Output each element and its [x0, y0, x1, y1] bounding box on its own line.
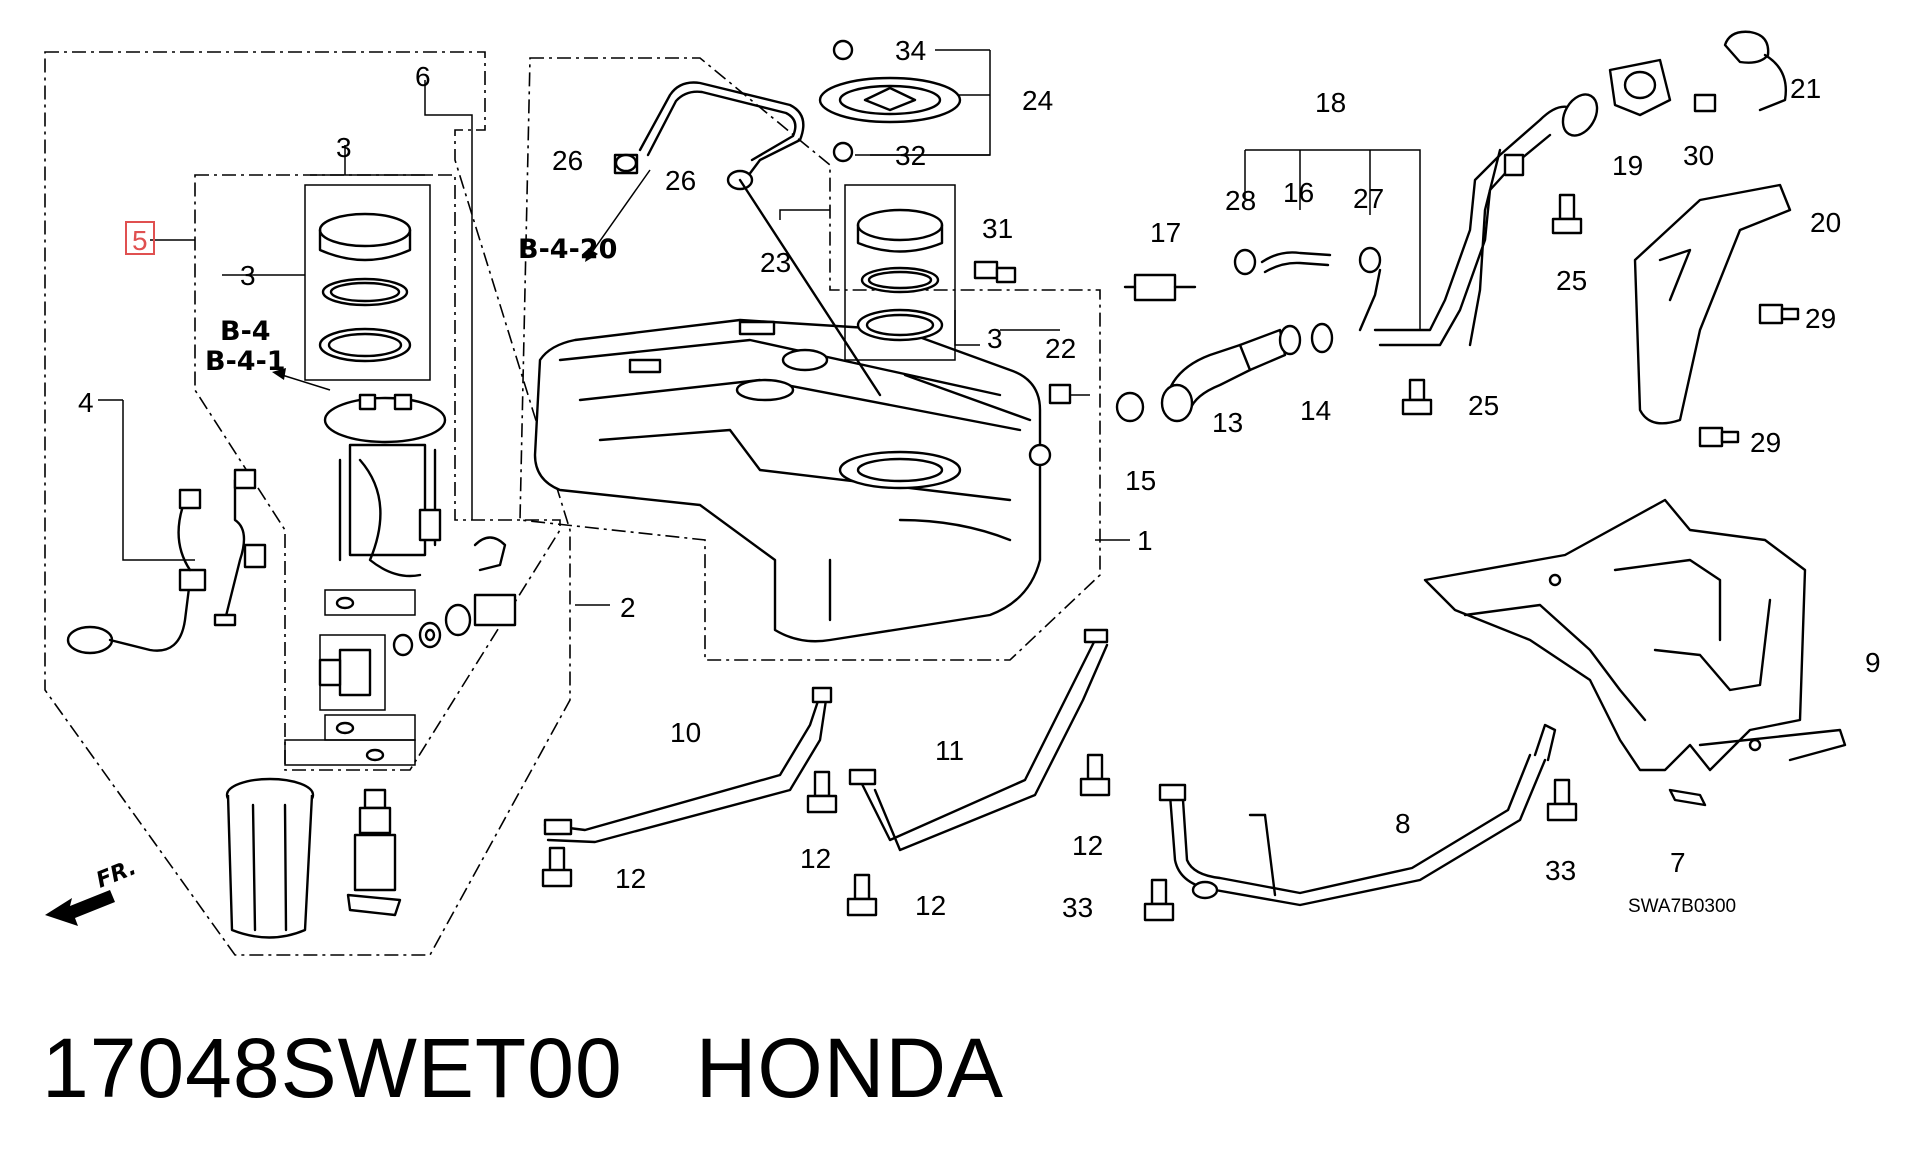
- brand-name: HONDA: [695, 1021, 1005, 1115]
- callout-3-top: 3: [336, 132, 352, 163]
- callout-24: 24: [1022, 85, 1053, 116]
- callout-2: 2: [620, 592, 636, 623]
- regulator-assembly: [284, 536, 517, 766]
- clip-26a: [614, 153, 638, 173]
- filler-housing: [1608, 30, 1787, 117]
- front-direction-arrow: FR.: [45, 855, 140, 926]
- tank-strap-8: [1158, 723, 1557, 907]
- callout-29b: 29: [1750, 427, 1781, 458]
- part-caption: 17048SWET00 HONDA: [42, 1018, 1004, 1118]
- bolt-33a: [1143, 878, 1175, 922]
- clip-7: [1668, 788, 1707, 807]
- bolt-29a: [1758, 303, 1800, 325]
- callout-14: 14: [1300, 395, 1331, 426]
- callout-3-mid: 3: [240, 260, 256, 291]
- access-cover: [818, 39, 962, 163]
- callout-10: 10: [670, 717, 701, 748]
- callout-6: 6: [415, 61, 431, 92]
- callout-21: 21: [1790, 73, 1821, 104]
- callout-8: 8: [1395, 808, 1411, 839]
- bolts: [541, 153, 1800, 922]
- callout-25b: 25: [1468, 390, 1499, 421]
- clip-22: [1048, 383, 1072, 405]
- callout-20: 20: [1810, 207, 1841, 238]
- group-boundary-tank: [519, 57, 1101, 661]
- diagram-code: SWA7B0300: [1628, 896, 1736, 917]
- bolt-25b: [1401, 378, 1433, 416]
- callout-9: 9: [1865, 647, 1881, 678]
- selected-part-highlight: [125, 221, 155, 255]
- clip-31: [973, 260, 1017, 284]
- callout-12d: 12: [915, 890, 946, 921]
- ring-set-right: [844, 184, 956, 361]
- callout-28: 28: [1225, 185, 1256, 216]
- splash-shield: [1633, 183, 1792, 425]
- bolt-33b: [1546, 778, 1578, 822]
- callout-27: 27: [1353, 183, 1384, 214]
- callout-25a: 25: [1556, 265, 1587, 296]
- callout-15: 15: [1125, 465, 1156, 496]
- bolt-12b: [806, 770, 838, 814]
- callout-labels: 1 2 3 3 3 4 5 6 7 8 9 10 11 12 12 12 12 …: [78, 35, 1881, 923]
- callout-12b: 12: [800, 843, 831, 874]
- reference-b-4-20: B-4-20: [518, 234, 617, 265]
- callout-33b: 33: [1545, 855, 1576, 886]
- bolt-12c: [1079, 753, 1111, 797]
- reference-b-4: B-4: [220, 316, 271, 347]
- bolt-29b: [1698, 426, 1740, 448]
- callout-12c: 12: [1072, 830, 1103, 861]
- pump-canister: [225, 777, 315, 939]
- fuel-level-sensor: [66, 468, 267, 655]
- tank-strap-11: [848, 628, 1109, 852]
- bolt-25a: [1551, 193, 1583, 235]
- reference-arrows: [272, 169, 651, 391]
- callout-19: 19: [1612, 150, 1643, 181]
- callout-22: 22: [1045, 333, 1076, 364]
- bolt-12d: [846, 873, 878, 917]
- part-number: 17048SWET00: [42, 1021, 623, 1115]
- group-boundary-sender: [194, 174, 561, 771]
- callout-11: 11: [935, 735, 964, 766]
- callout-26a: 26: [552, 145, 583, 176]
- callout-17: 17: [1150, 217, 1181, 248]
- fuel-pump: [346, 788, 402, 917]
- callout-26b: 26: [665, 165, 696, 196]
- ring-set-left: [304, 184, 431, 381]
- callout-13: 13: [1212, 407, 1243, 438]
- callout-32: 32: [895, 140, 926, 171]
- callout-23: 23: [760, 247, 791, 278]
- fuel-tank: [533, 318, 1052, 643]
- callout-3-right: 3: [987, 323, 1003, 354]
- group-boundary-fuel-pump: [44, 51, 571, 956]
- callout-30: 30: [1683, 140, 1714, 171]
- callout-5: 5: [132, 225, 148, 256]
- tank-strap-10: [543, 686, 833, 844]
- filler-pipe: [1373, 93, 1599, 347]
- callout-31: 31: [982, 213, 1013, 244]
- callout-29a: 29: [1805, 303, 1836, 334]
- exploded-parts-diagram: FR. 1 2 3 3 3 4 5 6 7 8 9 10 11 12 12 12…: [44, 30, 1881, 956]
- callout-16: 16: [1283, 177, 1314, 208]
- reference-b-4-1: B-4-1: [205, 346, 286, 377]
- callout-7: 7: [1670, 847, 1686, 878]
- callout-33a: 33: [1062, 892, 1093, 923]
- callout-34: 34: [895, 35, 926, 66]
- fuel-pump-module: [323, 393, 447, 578]
- callout-18: 18: [1315, 87, 1346, 118]
- front-label: FR.: [93, 855, 140, 893]
- callout-4: 4: [78, 387, 94, 418]
- callout-12a: 12: [615, 863, 646, 894]
- bolt-12a: [541, 846, 573, 888]
- callout-1: 1: [1137, 525, 1153, 556]
- filler-hose: [1115, 246, 1382, 423]
- heat-shield: [1423, 498, 1847, 772]
